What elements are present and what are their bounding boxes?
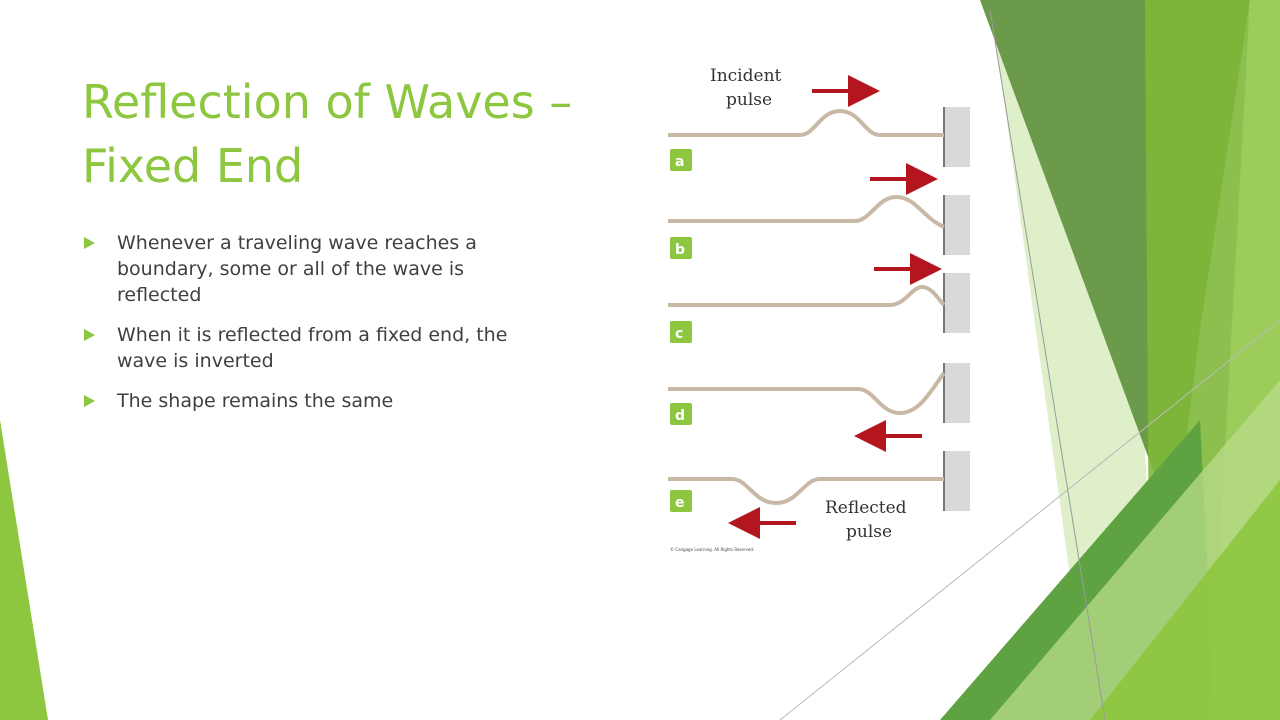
incident-label-line1: Incident: [710, 66, 782, 86]
panel-badge: [670, 321, 692, 343]
bullet-item: The shape remains the same: [82, 388, 522, 414]
rope-a: [668, 108, 944, 137]
fixed-wall: [944, 363, 970, 423]
figure-credit: © Cengage Learning. All Rights Reserved.: [670, 547, 754, 552]
rope-e: [668, 477, 944, 506]
wave-reflection-figure: Incident pulse Reflected pulse a b c d e…: [668, 66, 970, 552]
incident-label-line2: pulse: [726, 90, 772, 110]
rope-c: [668, 284, 946, 307]
bullet-text: The shape remains the same: [117, 390, 394, 412]
thin-line: [989, 9, 1106, 720]
panel-label-d: d: [675, 408, 685, 424]
panel-label-a: a: [675, 154, 684, 170]
bullet-text: Whenever a traveling wave reaches a boun…: [117, 232, 477, 306]
bullet-item: Whenever a traveling wave reaches a boun…: [82, 230, 522, 308]
fixed-wall: [944, 107, 970, 167]
bottom-lime-triangle: [1090, 480, 1280, 720]
panel-label-c: c: [675, 326, 683, 342]
bullet-arrow-icon: [84, 237, 95, 249]
bullet-item: When it is reflected from a fixed end, t…: [82, 322, 522, 374]
reflected-label-line2: pulse: [846, 522, 892, 542]
bullet-text: When it is reflected from a fixed end, t…: [117, 324, 508, 372]
fixed-wall: [944, 195, 970, 255]
panel-badge: [670, 149, 692, 171]
rope-d: [668, 371, 946, 416]
fixed-wall: [944, 273, 970, 333]
panel-label-b: b: [675, 242, 685, 258]
panel-badge: [670, 237, 692, 259]
slide-title: Reflection of Waves – Fixed End: [82, 70, 622, 198]
bullet-list: Whenever a traveling wave reaches a boun…: [82, 230, 522, 428]
panel-badge: [670, 403, 692, 425]
slide-title-line1: Reflection of Waves –: [82, 75, 573, 129]
rope-b: [668, 194, 945, 229]
bullet-arrow-icon: [84, 395, 95, 407]
fixed-wall: [944, 451, 970, 511]
reflected-label-line1: Reflected: [825, 498, 907, 518]
slide-title-line2: Fixed End: [82, 139, 304, 193]
panel-label-e: e: [675, 495, 685, 511]
left-green-shape: [0, 420, 48, 720]
bullet-arrow-icon: [84, 329, 95, 341]
panel-badge: [670, 490, 692, 512]
thin-line-2: [779, 319, 1280, 720]
